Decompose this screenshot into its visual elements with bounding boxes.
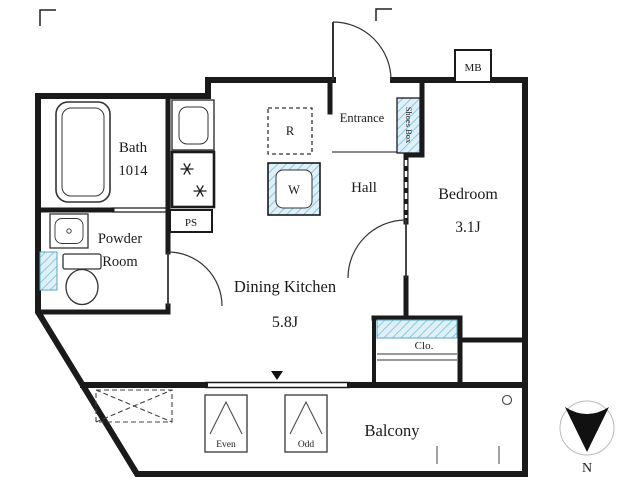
washer-space-box (267, 162, 321, 216)
bathtub-icon (55, 101, 111, 203)
bath-label: Bath (119, 140, 148, 156)
shoes-box-label: Shoes Box (404, 107, 414, 144)
compass-circle (559, 400, 615, 456)
meter-box (454, 49, 492, 83)
entrance-label: Entrance (340, 111, 385, 125)
washer-label: W (288, 183, 300, 197)
closet-box (376, 319, 458, 361)
entry-direction-marker (271, 371, 283, 380)
boundary-mark-top-left (39, 9, 56, 26)
balcony-odd-label: Odd (298, 440, 315, 450)
powder-door-arc (167, 251, 223, 307)
interior-walls (35, 77, 528, 388)
drain-icon (501, 394, 513, 406)
refrigerator-label: R (286, 124, 295, 138)
boundary-mark-top-center (375, 8, 392, 21)
ac-unit-space (95, 389, 173, 423)
balcony-unit-odd-box (284, 394, 328, 453)
balcony-window (205, 381, 350, 389)
bedroom-door-arc (347, 219, 407, 279)
north-label: N (582, 461, 592, 476)
peak-icon (209, 400, 243, 435)
balcony-label: Balcony (365, 421, 421, 440)
hall-label: Hall (351, 180, 377, 196)
powder-room-label-line2: Room (102, 254, 138, 270)
shoes-box (396, 97, 421, 154)
dining-kitchen-label: Dining Kitchen (234, 277, 336, 296)
entrance-door-arc (332, 21, 392, 81)
kitchen-sink-icon (171, 99, 215, 151)
bath-sliding-door (112, 207, 168, 213)
washbasin-icon (49, 213, 89, 249)
bedroom-size-label: 3.1J (455, 219, 480, 236)
balcony-details (95, 389, 513, 464)
boundary-marks (39, 8, 392, 26)
pipe-space-box (169, 209, 213, 233)
peak-icon (289, 400, 323, 435)
refrigerator-space-box (267, 107, 313, 155)
north-arrow-icon (565, 407, 609, 452)
stove-icon (170, 150, 216, 209)
bedroom-label: Bedroom (438, 186, 498, 203)
closet-label: Clo. (415, 340, 434, 352)
balcony-tick-marks (436, 446, 500, 464)
burner-icon (180, 163, 207, 197)
closet-sliding-door (377, 353, 457, 361)
dining-kitchen-size-label: 5.8J (272, 314, 298, 331)
powder-hatch-box (39, 251, 58, 291)
bath-size-label: 1014 (119, 163, 149, 179)
meter-box-label: MB (464, 62, 481, 74)
balcony-unit-even-box (204, 394, 248, 453)
powder-room-label-line1: Powder (98, 231, 142, 247)
toilet-icon (62, 253, 102, 306)
pipe-space-label: PS (185, 217, 197, 229)
door-swings (167, 21, 407, 307)
balcony-even-label: Even (216, 440, 236, 450)
north-compass (559, 400, 615, 456)
